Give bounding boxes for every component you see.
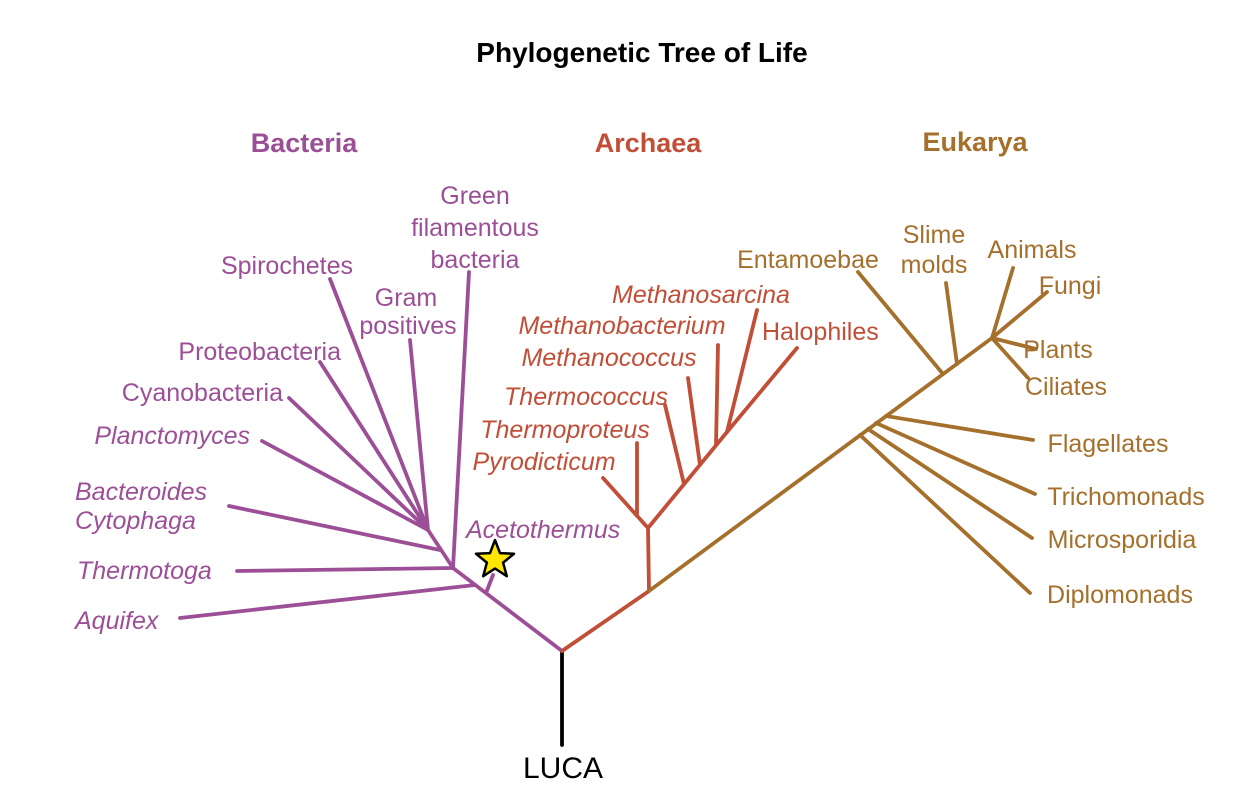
taxon-label-gram-positives-line-2: positives xyxy=(359,312,456,340)
taxon-label-spirochetes: Spirochetes xyxy=(221,252,353,280)
taxon-label-aquifex: Aquifex xyxy=(73,607,160,635)
taxon-label-halophiles: Halophiles xyxy=(762,318,879,346)
taxon-label-thermococcus: Thermococcus xyxy=(504,383,668,411)
taxon-label-cyanobacteria: Cyanobacteria xyxy=(122,379,283,407)
branch-thermococcus xyxy=(663,403,686,486)
branch-spirochetes xyxy=(328,277,430,532)
branch-archaea-trunk xyxy=(560,589,651,653)
branch-trichomonads xyxy=(874,421,1037,496)
branch-cyanobacteria xyxy=(287,396,430,532)
taxon-label-fungi: Fungi xyxy=(1039,272,1102,300)
branch-plants xyxy=(990,336,1038,351)
taxon-label-entamoebae: Entamoebae xyxy=(737,246,879,274)
branch-microsporidia xyxy=(866,427,1034,540)
taxon-label-flagellates: Flagellates xyxy=(1048,430,1169,458)
branch-methanococcus xyxy=(686,376,702,467)
taxon-label-plants: Plants xyxy=(1023,336,1092,364)
taxon-label-gram-positives-line-1: Gram xyxy=(375,284,438,312)
branch-diplomonads xyxy=(858,433,1032,595)
domain-label-archaea: Archaea xyxy=(595,128,703,158)
branch-entamoebae xyxy=(856,270,945,376)
taxon-label-methanosarcina: Methanosarcina xyxy=(612,281,790,309)
taxon-label-pyrodicticum: Pyrodicticum xyxy=(472,448,615,476)
branch-acetothermus xyxy=(484,573,495,595)
branch-green-filamentous xyxy=(451,270,471,570)
branch-bacteria-trunk xyxy=(451,566,564,653)
branch-eukarya-trunk xyxy=(647,336,994,593)
taxon-label-proteobacteria: Proteobacteria xyxy=(178,338,341,366)
taxon-label-thermotoga: Thermotoga xyxy=(77,557,212,585)
taxon-label-methanococcus: Methanococcus xyxy=(521,344,696,372)
taxon-label-bacteroides: Bacteroides xyxy=(75,478,207,506)
branch-aquifex xyxy=(178,583,477,620)
taxon-label-green-filamentous-line-2: filamentous xyxy=(411,214,539,242)
branch-halophiles xyxy=(725,346,799,434)
branch-flagellates xyxy=(884,414,1035,442)
taxon-label-trichomonads: Trichomonads xyxy=(1047,483,1204,511)
taxon-label-microsporidia: Microsporidia xyxy=(1048,526,1197,554)
taxon-label-green-filamentous-line-1: Green xyxy=(440,182,509,210)
taxon-label-thermoproteus: Thermoproteus xyxy=(480,416,650,444)
branch-pyrodicticum xyxy=(601,476,650,530)
branch-methanobacterium xyxy=(714,343,720,447)
branch-fungi xyxy=(990,290,1049,340)
root-label-luca: LUCA xyxy=(523,752,603,785)
branch-archaea-diagonal xyxy=(646,430,729,530)
branch-methanosarcina xyxy=(725,308,759,434)
branch-animals xyxy=(990,266,1015,340)
page-title: Phylogenetic Tree of Life xyxy=(476,37,807,68)
taxon-label-planctomyces: Planctomyces xyxy=(94,422,250,450)
branch-archaea-vertical xyxy=(646,526,651,593)
origin-star-icon xyxy=(474,538,516,578)
taxon-label-methanobacterium: Methanobacterium xyxy=(518,312,725,340)
taxon-label-cytophaga: Cytophaga xyxy=(75,507,196,535)
branch-planctomyces xyxy=(260,439,430,532)
taxon-label-animals: Animals xyxy=(988,236,1077,264)
branch-thermotoga xyxy=(235,566,455,573)
taxon-label-acetothermus: Acetothermus xyxy=(464,516,620,544)
branch-ciliates xyxy=(990,336,1030,380)
branch-bacteroides-cytophaga xyxy=(227,504,442,552)
taxon-label-ciliates: Ciliates xyxy=(1025,373,1107,401)
branch-gram-positives xyxy=(408,338,430,532)
domain-label-bacteria: Bacteria xyxy=(251,128,359,158)
branch-proteobacteria xyxy=(318,360,430,532)
domain-label-eukarya: Eukarya xyxy=(922,127,1028,157)
taxon-label-diplomonads: Diplomonads xyxy=(1047,581,1193,609)
taxon-label-slime-molds-line-1: Slime xyxy=(903,221,966,249)
taxon-label-slime-molds-line-2: molds xyxy=(901,251,968,279)
taxon-label-green-filamentous-line-3: bacteria xyxy=(431,246,520,274)
branch-slime-molds xyxy=(944,281,959,366)
